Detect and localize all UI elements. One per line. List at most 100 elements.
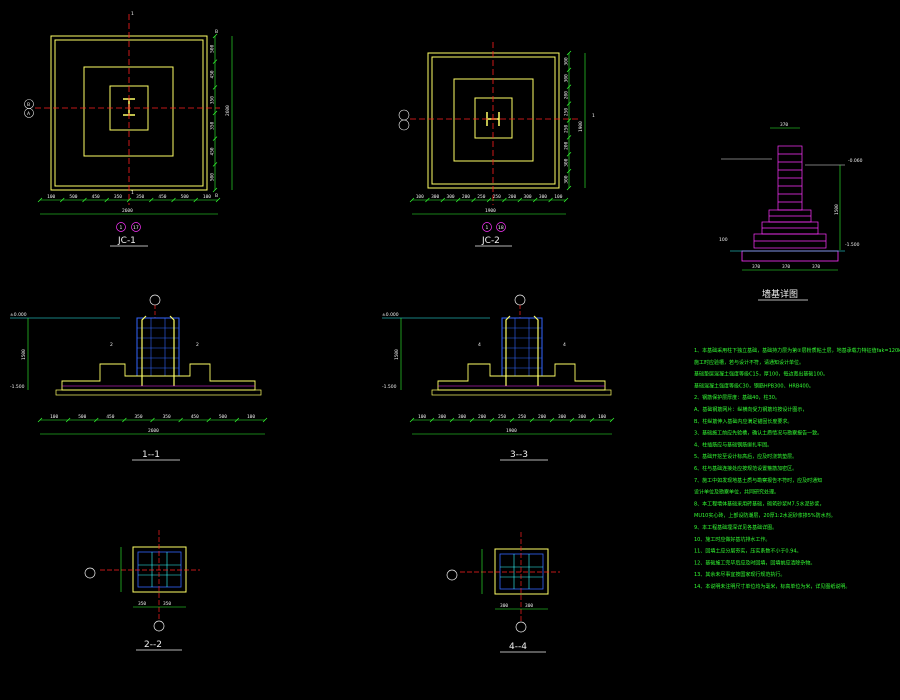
j2-right-tick: [566, 67, 572, 73]
j1-right-dim-label: 500: [210, 173, 216, 181]
s22-outline: [132, 546, 187, 593]
s22-axis-bubble: [153, 620, 165, 632]
j2-right-tick: [566, 152, 572, 157]
j2-tag-left: 1: [486, 225, 489, 231]
j1-grid-top: 1: [131, 11, 134, 17]
s33-bottom-tick: [569, 417, 575, 423]
s11-bottom-dim-label: 100: [50, 414, 58, 420]
j1-right-tick: [212, 110, 218, 116]
j2-bottom-dim-label: 300: [431, 194, 439, 200]
j1-right-dim-label: 350: [210, 96, 216, 104]
s44-stirrup-outer: [499, 553, 544, 590]
s33-bot-label: -1.500: [382, 384, 397, 390]
s33-bottom-dim-label: 300: [438, 414, 446, 420]
s22-ties: [138, 552, 181, 587]
wall-label-depth: 1500: [834, 204, 840, 215]
s11-bottom-tick: [206, 417, 211, 423]
s11-cut-right: 2: [196, 342, 199, 348]
j2-pad: [431, 56, 556, 185]
s33-bottom-dim-label: 300: [458, 414, 466, 420]
j2-right-tick: [566, 185, 572, 191]
s11-bottom-tick: [94, 417, 99, 423]
j1-right-dim-label: 450: [210, 70, 216, 78]
s22-stirrup-outer: [137, 551, 182, 588]
note-line: A、基础钢筋网片：纵横向受力钢筋均按设计图示，: [694, 406, 807, 413]
s11-bottom-tick: [65, 417, 71, 423]
j1-title: JC-1: [117, 236, 136, 246]
j1-bottom-dim-label: 450: [92, 194, 100, 200]
note-line: MU10实心砖，上部设防潮层，20厚1:2水泥砂浆掺5%防水剂。: [694, 512, 836, 519]
j1-bottom-total: 2600: [122, 208, 133, 214]
note-line: B、柱纵筋伸入基础内应满足锚固长度要求。: [694, 418, 792, 425]
j2-right-dim-label: 300: [564, 74, 570, 82]
note-line: 11、回填土应分层夯实，压实系数不小于0.94。: [694, 548, 802, 555]
s33-rebar-hooks: [505, 315, 539, 386]
note-line: 基础垫层混凝土强度等级C15，厚100，每边宽出基础100。: [694, 371, 828, 378]
j2-bottom-tick: [425, 197, 430, 203]
s44-dim-1: 300: [500, 603, 508, 609]
s11-column: [136, 317, 180, 377]
s11-title: 1--1: [142, 450, 160, 460]
note-line: 4、柱插筋应与基础钢筋绑扎牢固。: [694, 441, 772, 448]
j2-right-tick: [566, 168, 572, 174]
j2-right-tick: [566, 118, 572, 123]
j2-grid-bubble-1: [398, 109, 410, 121]
s33-bottom-dim-label: 200: [478, 414, 486, 420]
j2-tag-bubble-left: [482, 222, 492, 232]
j1-bottom-tick: [215, 197, 221, 203]
s11-bottom-tick: [122, 417, 127, 423]
j2-bottom-tick: [409, 197, 415, 203]
j1-bottom-dim-label: 100: [203, 194, 211, 200]
j2-grid-bubble-2: [398, 119, 410, 131]
j1-right-tick: [212, 162, 218, 167]
s11-bottom-dim-label: 350: [134, 414, 142, 420]
note-line: 设计单位及勘察单位，共同研究处理。: [694, 489, 779, 496]
note-line: 13、其余未尽事宜按国家现行规范执行。: [694, 571, 785, 578]
s33-title: 3--3: [510, 450, 528, 460]
j1-bottom-tick: [82, 197, 87, 203]
s33-bottom-tick: [409, 417, 415, 423]
j2-bottom-tick: [517, 197, 523, 203]
j2-right-tick: [566, 84, 572, 89]
j2-bottom-tick: [502, 197, 507, 203]
note-line: 6、柱与基础连接处应按规范设置箍筋加密区。: [694, 465, 797, 472]
s11-left-label: 1500: [21, 349, 27, 360]
wall-label-top: -0.060: [848, 158, 863, 164]
design-notes: 1、本基础采用柱下独立基础，基础持力层为第②层粉质粘土层，地基承载力特征值fak…: [694, 347, 900, 590]
j1-bottom-tick: [37, 197, 43, 203]
s33-bottom-dim-label: 250: [518, 414, 526, 420]
j2-right-dim-label: 300: [564, 175, 570, 183]
j1-tag-bubble-left: [116, 222, 126, 232]
note-line: 10、施工时应做好基坑排水工作。: [694, 536, 770, 543]
note-line: 9、本工程基础埋深详见各基础详图。: [694, 524, 777, 531]
j1-right-tick: [212, 187, 218, 193]
wall-dim-3: 370: [812, 264, 820, 270]
j1-grid-a-label: A: [27, 111, 31, 117]
j1-right-tick: [212, 59, 218, 64]
j2-column: [474, 97, 513, 139]
s11-bottom-tick: [178, 417, 183, 423]
j2-bottom-dim-label: 100: [416, 194, 424, 200]
j2-right-tick: [566, 50, 572, 56]
s33-bottom-dim-label: 300: [578, 414, 586, 420]
s33-column-stirrups: [502, 318, 542, 376]
j2-bottom-dim-label: 100: [554, 194, 562, 200]
s44-dim-2: 300: [525, 603, 533, 609]
s44-title: 4--4: [509, 642, 527, 652]
wall-label-bottom: -1.500: [845, 242, 860, 248]
j2-right-tick: [566, 135, 572, 140]
j1-bottom-tick: [60, 197, 65, 203]
s11-cushion: [55, 389, 262, 396]
note-line: 7、施工中如发现地基土质与勘察报告不符时，应及时通知: [694, 477, 822, 484]
s11-bot-label: -1.500: [10, 384, 25, 390]
s44-ties: [500, 554, 543, 589]
s33-bottom-tick: [529, 417, 535, 423]
s11-bottom-dim-label: 500: [219, 414, 227, 420]
j2-bottom-dim-label: 300: [524, 194, 532, 200]
